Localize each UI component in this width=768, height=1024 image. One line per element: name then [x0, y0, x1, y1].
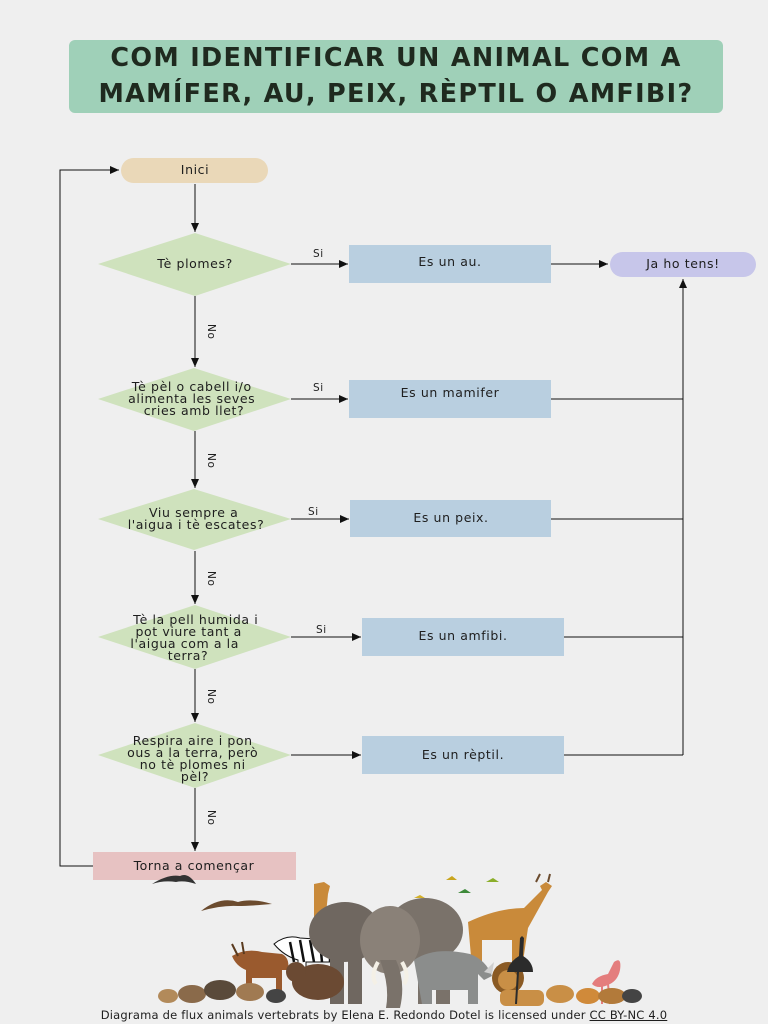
bear-icon	[286, 962, 344, 1000]
decision-5-line: ous a la terra, però	[127, 745, 258, 760]
yes-label-2: Si	[313, 382, 324, 394]
decision-4-line: Tè la pell humida i	[132, 612, 258, 627]
animals-illustration	[152, 873, 642, 1008]
answer-2	[349, 380, 551, 418]
rhino-icon	[414, 951, 494, 1004]
decision-5-line: no tè plomes ni	[140, 757, 246, 772]
no-label-3: No	[205, 571, 217, 586]
license-footer: Diagrama de flux animals vertebrats by E…	[0, 1008, 768, 1022]
decision-4-line: l'aigua com a la	[130, 636, 239, 651]
license-link[interactable]: CC BY-NC 4.0	[589, 1008, 668, 1022]
decision-4-text: Tè la pell humida i pot viure tant a l'a…	[130, 612, 262, 663]
small-birds-icon	[414, 876, 499, 898]
decision-4-line: pot viure tant a	[136, 624, 242, 639]
start-node	[121, 158, 268, 183]
answer-1-label: Es un au.	[418, 254, 481, 269]
decision-4	[98, 605, 291, 669]
yes-label-3: Si	[308, 506, 319, 518]
decision-3	[98, 489, 291, 550]
decision-2-text: Tè pèl o cabell i/o alimenta les seves c…	[128, 379, 260, 418]
footer-text: Diagrama de flux animals vertebrats by E…	[100, 1008, 586, 1022]
answer-4	[362, 618, 564, 656]
decision-5-text: Respira aire i pon ous a la terra, però …	[127, 733, 263, 784]
small-animals-right-icon	[546, 985, 642, 1004]
decision-5-line: Respira aire i pon	[133, 733, 253, 748]
decision-2-line: cries amb llet?	[144, 403, 245, 418]
end-node	[610, 252, 756, 277]
small-animals-icon	[158, 980, 286, 1003]
yes-label-1: Si	[313, 248, 324, 260]
no-label-5: No	[205, 810, 217, 825]
page-title: Com identificar un animal com a mamífer,…	[98, 42, 694, 109]
answer-2-label: Es un mamifer	[401, 385, 500, 400]
answer-5	[362, 736, 564, 774]
eagle-icon	[201, 900, 272, 911]
decision-3-line: l'aigua i tè escates?	[128, 517, 265, 532]
end-label: Ja ho tens!	[645, 256, 720, 271]
start-label: Inici	[181, 162, 209, 177]
decision-5	[98, 723, 291, 788]
decision-4-line: terra?	[168, 648, 209, 663]
yes-label-4: Si	[316, 624, 327, 636]
title-banner: Com identificar un animal com a mamífer,…	[69, 40, 723, 113]
answer-4-label: Es un amfibi.	[418, 628, 507, 643]
answer-3	[350, 500, 551, 537]
restart-label: Torna a començar	[133, 858, 255, 873]
decision-2-line: alimenta les seves	[128, 391, 255, 406]
decision-2	[98, 368, 291, 431]
decision-2-line: Tè pèl o cabell i/o	[131, 379, 252, 394]
decision-1-text: Tè plomes?	[156, 256, 233, 271]
restart-node	[93, 852, 296, 880]
lion-icon	[492, 962, 544, 1006]
no-label-2: No	[205, 453, 217, 468]
decision-3-text: Viu sempre a l'aigua i tè escates?	[128, 505, 265, 532]
ostrich-icon	[507, 936, 533, 1004]
giraffe-icon	[468, 873, 552, 968]
answer-3-label: Es un peix.	[413, 510, 488, 525]
no-label-1: No	[205, 324, 217, 339]
decision-5-line: pèl?	[181, 769, 209, 784]
answer-1	[349, 245, 551, 283]
decision-1-line: Tè plomes?	[156, 256, 233, 271]
no-label-4: No	[205, 689, 217, 704]
decision-3-line: Viu sempre a	[149, 505, 238, 520]
arrow-loop-back	[59, 166, 119, 867]
bird-icon	[152, 875, 196, 884]
answer-5-label: Es un rèptil.	[422, 747, 504, 762]
decision-1	[98, 233, 291, 296]
